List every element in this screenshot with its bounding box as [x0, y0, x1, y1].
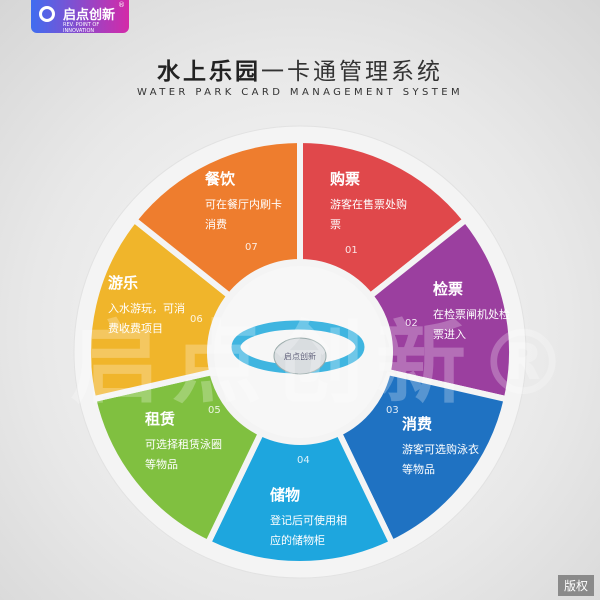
segment-title: 租赁 — [145, 410, 176, 428]
segment-title: 储物 — [270, 486, 301, 504]
page-title: 水上乐园一卡通管理系统 — [0, 52, 600, 86]
segment-desc: 可在餐厅内刷卡消费 — [205, 198, 282, 231]
title-bold: 水上乐园 — [157, 59, 261, 85]
svg-text:启点创新: 启点创新 — [284, 351, 316, 361]
segment-number: 05 — [208, 405, 221, 416]
segment-number: 02 — [405, 318, 418, 329]
segment-05 — [89, 368, 265, 548]
segment-title: 游乐 — [108, 274, 139, 292]
segment-label-05: 租赁可选择租赁泳圈等物品 — [145, 408, 230, 475]
segment-title: 购票 — [330, 170, 361, 188]
segment-04 — [204, 429, 396, 567]
logo-slogan: REV. POINT OF INNOVATION — [63, 22, 100, 34]
logo-name: 启点创新 — [63, 8, 116, 23]
segment-number: 07 — [245, 242, 258, 253]
logo-q-icon — [39, 6, 55, 22]
segment-02 — [366, 215, 515, 403]
segment-desc: 登记后可使用相应的储物柜 — [270, 514, 347, 547]
segment-label-06: 游乐入水游玩，可消费收费项目 — [108, 272, 193, 339]
segment-label-03: 消费游客可选购泳衣等物品 — [402, 413, 487, 480]
segment-06 — [85, 215, 234, 403]
segment-03 — [335, 368, 511, 548]
segment-number: 04 — [297, 455, 310, 466]
brand-logo: 启点创新 REV. POINT OF INNOVATION ® — [31, 0, 129, 34]
segment-title: 餐饮 — [205, 170, 236, 188]
segment-07 — [130, 136, 303, 301]
segment-desc: 在检票闸机处检票进入 — [433, 308, 510, 341]
segment-label-01: 购票游客在售票处购票 — [330, 168, 415, 235]
segment-number: 06 — [190, 314, 203, 325]
page-subtitle: WATER PARK CARD MANAGEMENT SYSTEM — [137, 87, 463, 98]
segment-desc: 可选择租赁泳圈等物品 — [145, 438, 222, 471]
segment-title: 消费 — [402, 415, 433, 433]
wristband-image: 启点创新 — [231, 320, 365, 375]
segment-label-02: 检票在检票闸机处检票进入 — [433, 278, 518, 345]
segment-desc: 入水游玩，可消费收费项目 — [108, 302, 185, 335]
segment-number: 01 — [345, 245, 358, 256]
segment-desc: 游客在售票处购票 — [330, 198, 407, 231]
segment-01 — [297, 136, 470, 301]
registered-mark: ® — [118, 1, 125, 9]
segment-number: 03 — [386, 405, 399, 416]
segment-title: 检票 — [433, 280, 464, 298]
copyright-badge: 版权 — [557, 575, 594, 596]
title-rest: 一卡通管理系统 — [261, 59, 443, 85]
segment-label-04: 储物登记后可使用相应的储物柜 — [270, 484, 355, 551]
segment-desc: 游客可选购泳衣等物品 — [402, 443, 479, 476]
segment-label-07: 餐饮可在餐厅内刷卡消费 — [205, 168, 290, 235]
